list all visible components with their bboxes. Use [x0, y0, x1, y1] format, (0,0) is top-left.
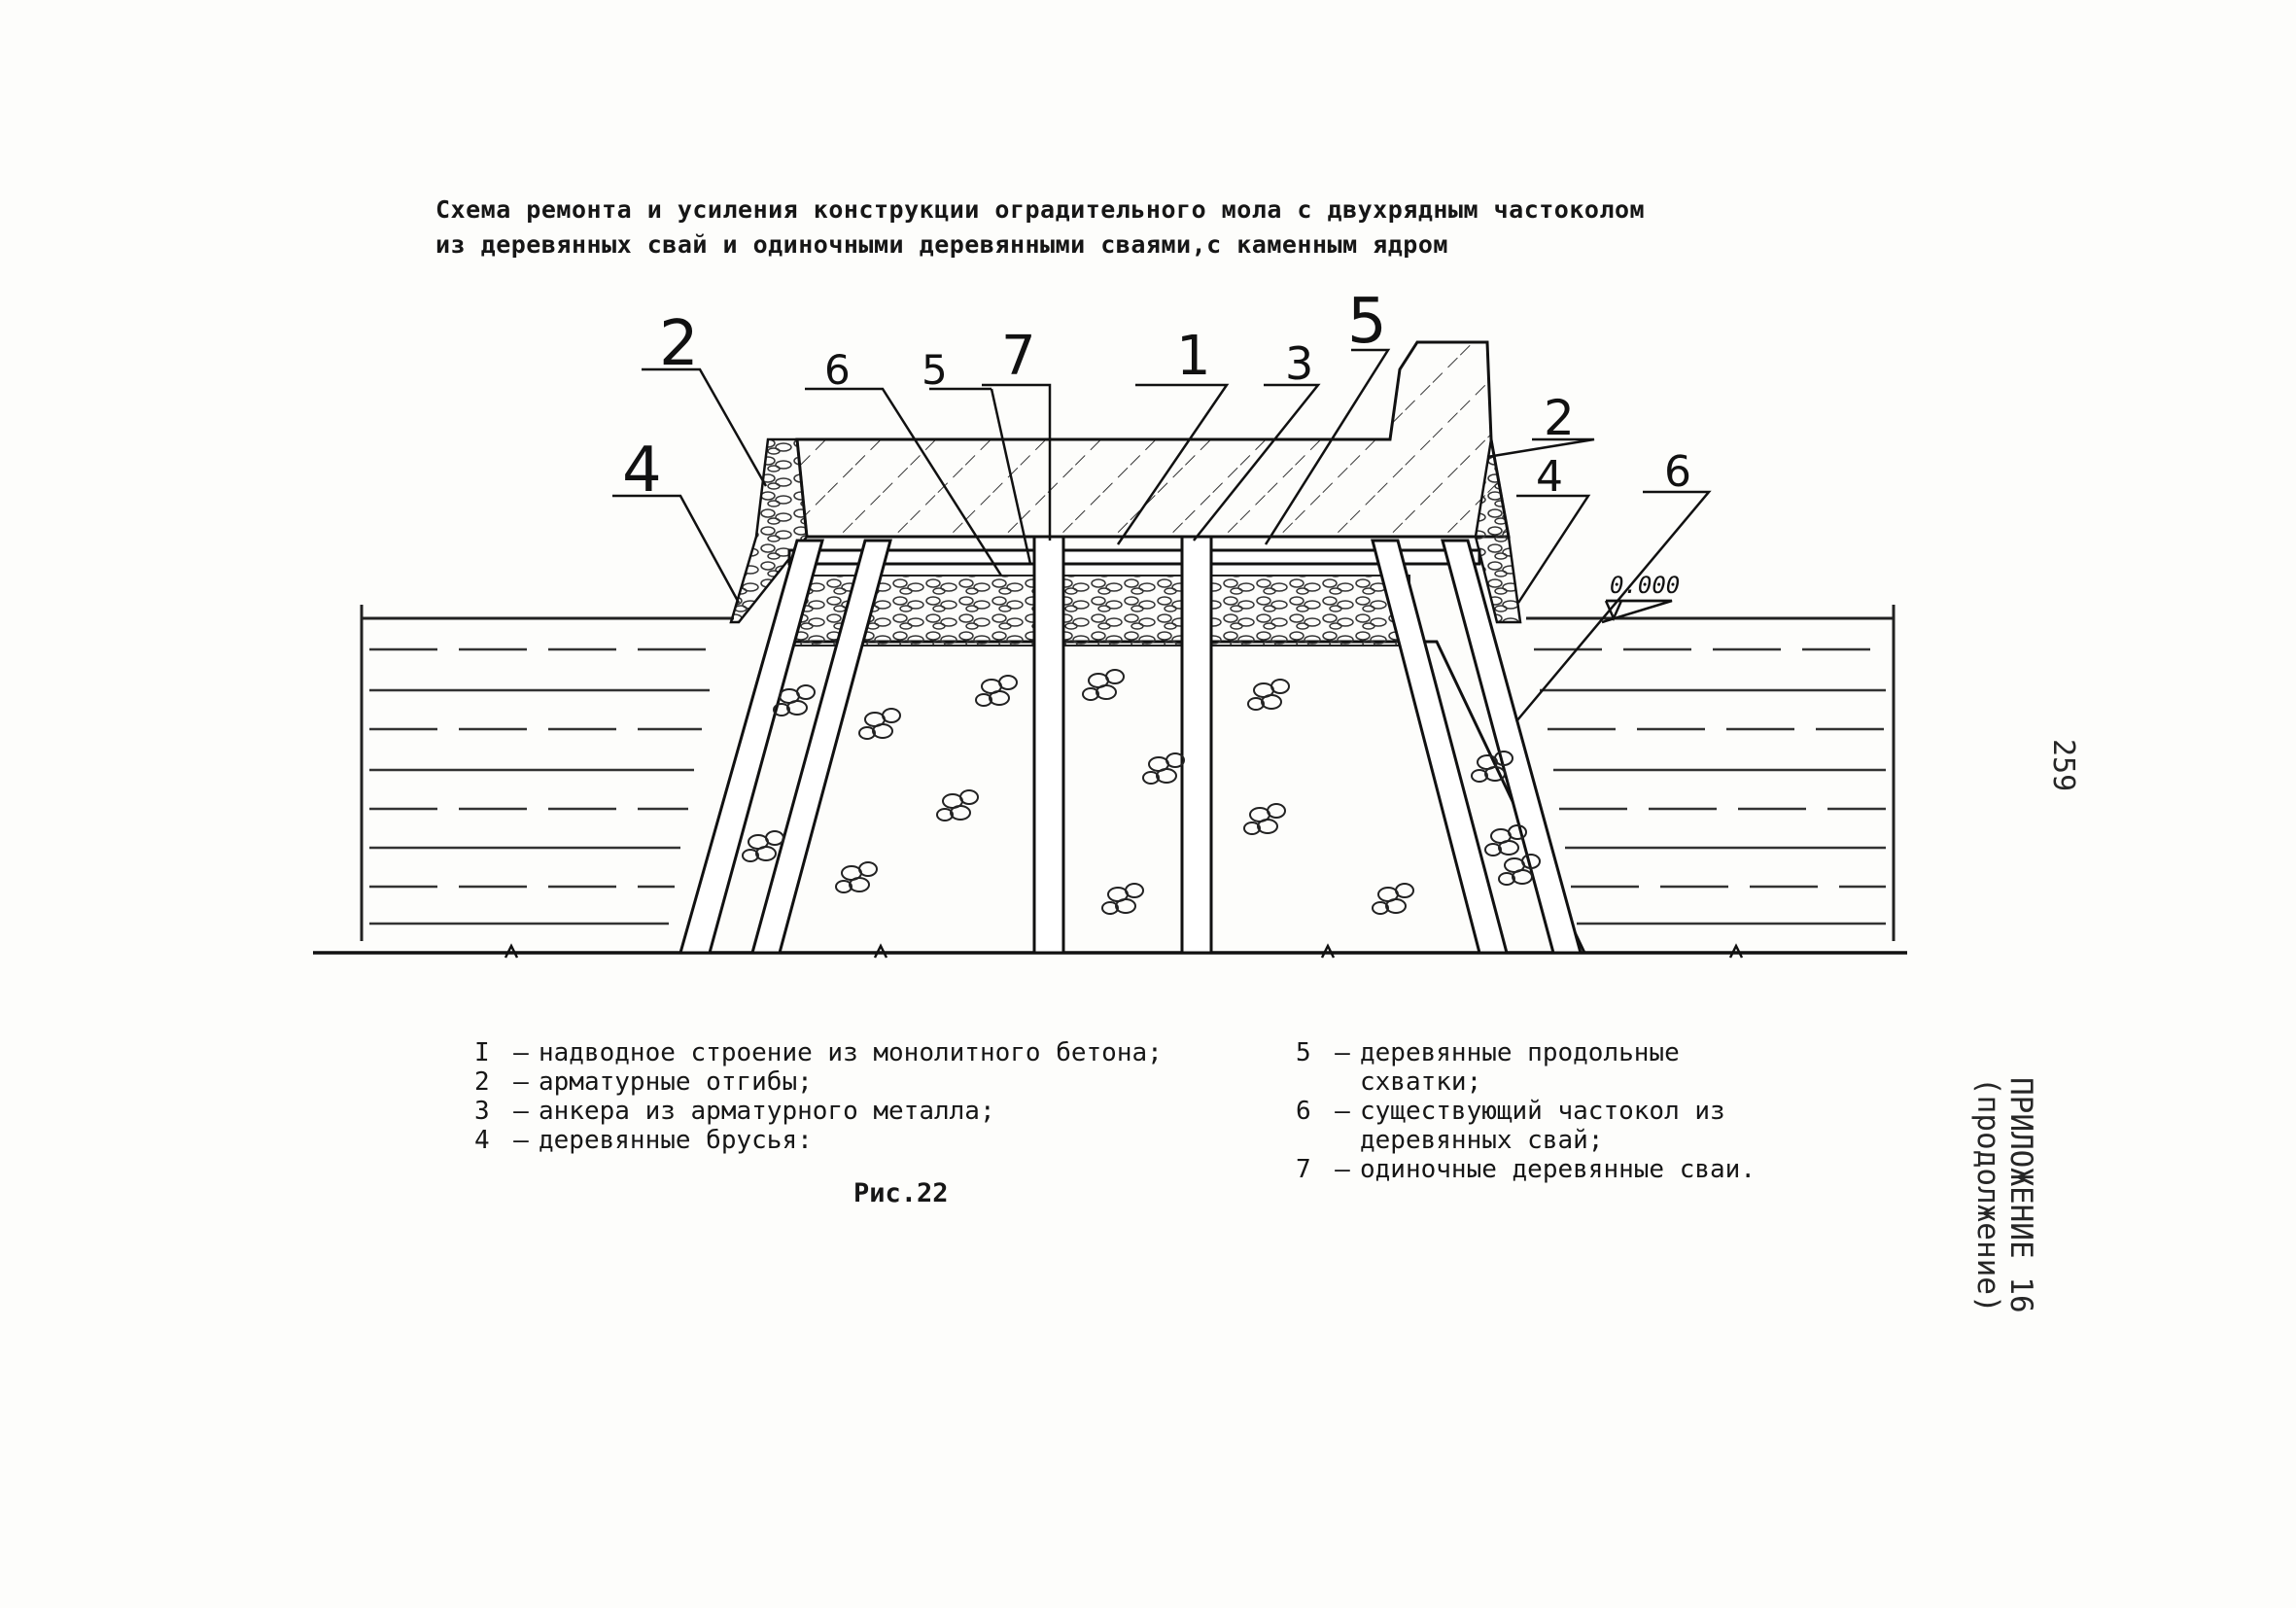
callout-6-left: 6 [824, 346, 851, 394]
water-left [360, 605, 734, 941]
appendix-line-1: ПРИЛОЖЕНИЕ 16 [2003, 1077, 2038, 1313]
legend-number: 2 [474, 1067, 490, 1097]
legend-number: 5 [1296, 1038, 1311, 1067]
legend-number: 6 [1296, 1097, 1311, 1126]
callout-4-left: 4 [622, 435, 662, 507]
callout-4-right: 4 [1536, 452, 1563, 502]
diagram-title: Схема ремонта и усиления конструкции огр… [435, 192, 1845, 262]
appendix-line-2: (продолжение) [1970, 1077, 2005, 1313]
callout-5-left: 5 [922, 346, 948, 394]
legend-dash: – [1335, 1097, 1350, 1126]
legend-item: 3 – анкера из арматурного металла; [474, 1097, 1271, 1126]
figure-caption: Рис.22 [853, 1178, 949, 1208]
legend-text: деревянные брусья: [539, 1126, 813, 1155]
legend-item: 4 – деревянные брусья: [474, 1126, 1271, 1155]
legend-item: 2 – арматурные отгибы; [474, 1067, 1271, 1097]
title-line-1: Схема ремонта и усиления конструкции огр… [435, 195, 1646, 224]
legend-dash: – [1335, 1038, 1350, 1067]
legend-item: 7 – одиночные деревянные сваи. [1296, 1155, 1860, 1184]
legend-text: существующий частокол из деревянных свай… [1360, 1097, 1725, 1155]
legend-number: I [474, 1038, 490, 1067]
legend-item: I – надводное строение из монолитного бе… [474, 1038, 1271, 1067]
legend-text: анкера из арматурного металла; [539, 1097, 995, 1126]
callout-7: 7 [1001, 325, 1036, 388]
elevation-marker [1604, 599, 1672, 622]
legend-number: 3 [474, 1097, 490, 1126]
callout-leaders [612, 348, 1712, 722]
legend-item: 5 – деревянные продольные схватки; [1296, 1038, 1860, 1097]
legend-right: 5 – деревянные продольные схватки; 6 – с… [1296, 1038, 1860, 1184]
callout-3: 3 [1285, 337, 1313, 390]
legend-left: I – надводное строение из монолитного бе… [474, 1038, 1271, 1155]
legend-dash: – [513, 1038, 529, 1067]
legend-dash: – [513, 1067, 529, 1097]
callout-1: 1 [1176, 325, 1211, 388]
appendix-label: ПРИЛОЖЕНИЕ 16 (продолжение) [1970, 1077, 2038, 1313]
legend-number: 7 [1296, 1155, 1311, 1184]
legend-number: 4 [474, 1126, 490, 1155]
callout-2-right: 2 [1544, 390, 1575, 446]
legend-text: деревянные продольные схватки; [1360, 1038, 1680, 1097]
title-line-2: из деревянных свай и одиночными деревянн… [435, 230, 1448, 259]
legend-text: арматурные отгибы; [539, 1067, 813, 1097]
legend-dash: – [513, 1126, 529, 1155]
legend-dash: – [1335, 1155, 1350, 1184]
piles [678, 535, 1583, 955]
timber-waling [787, 548, 1481, 566]
legend-text: одиночные деревянные сваи. [1360, 1155, 1756, 1184]
water-right [1526, 605, 1896, 941]
legend-item: 6 – существующий частокол из деревянных … [1296, 1097, 1860, 1155]
elevation-label: 0.000 [1610, 572, 1680, 599]
legend-dash: – [513, 1097, 529, 1126]
page-number: 259 [2046, 739, 2080, 792]
callout-5-right: 5 [1347, 286, 1387, 358]
right-facing [1474, 438, 1522, 624]
legend-text: надводное строение из монолитного бетона… [539, 1038, 1163, 1067]
left-facing [729, 437, 809, 624]
rubble-layer [786, 575, 1410, 647]
callout-2-left: 2 [659, 308, 699, 380]
concrete-superstructure [795, 340, 1511, 539]
callout-6-right: 6 [1664, 447, 1691, 497]
